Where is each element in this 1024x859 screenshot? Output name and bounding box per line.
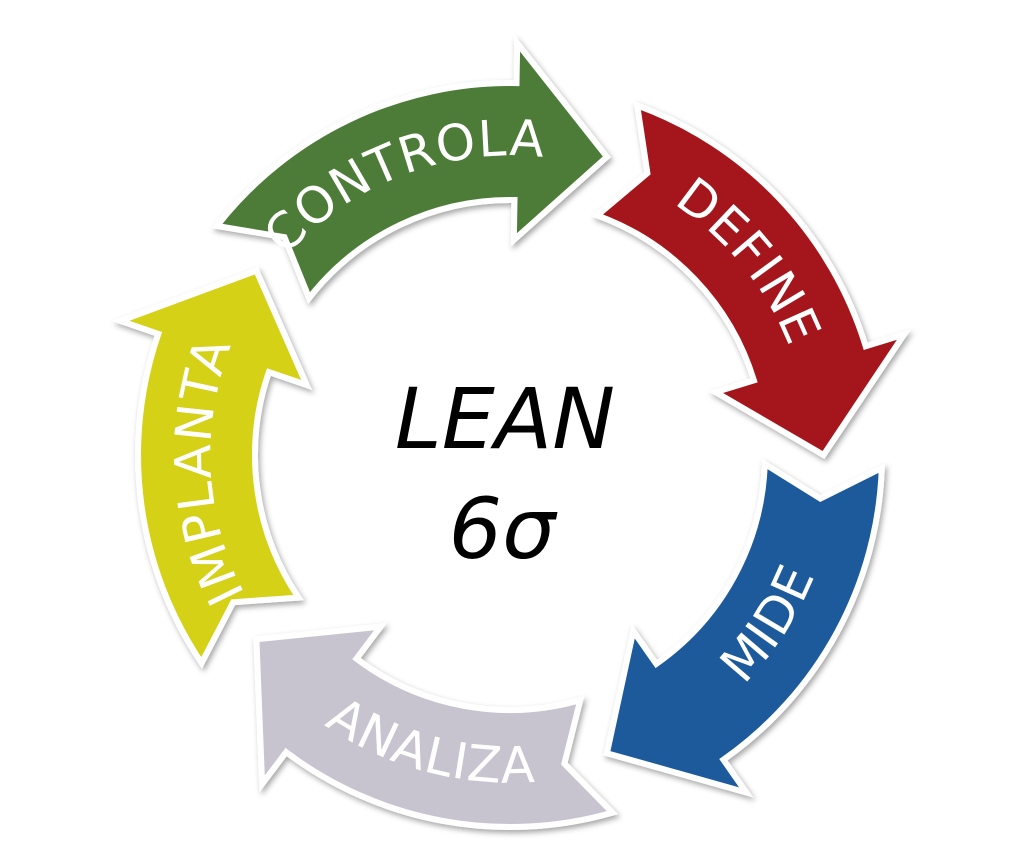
center-title: LEAN: [395, 370, 615, 468]
arrow-controla: [211, 34, 612, 304]
center-subtitle: 6σ: [449, 480, 558, 578]
arrow-define: [591, 100, 912, 460]
arrow-mide: [603, 458, 885, 798]
arrow-analiza: [253, 623, 619, 830]
arrow-implanta: [111, 266, 313, 669]
